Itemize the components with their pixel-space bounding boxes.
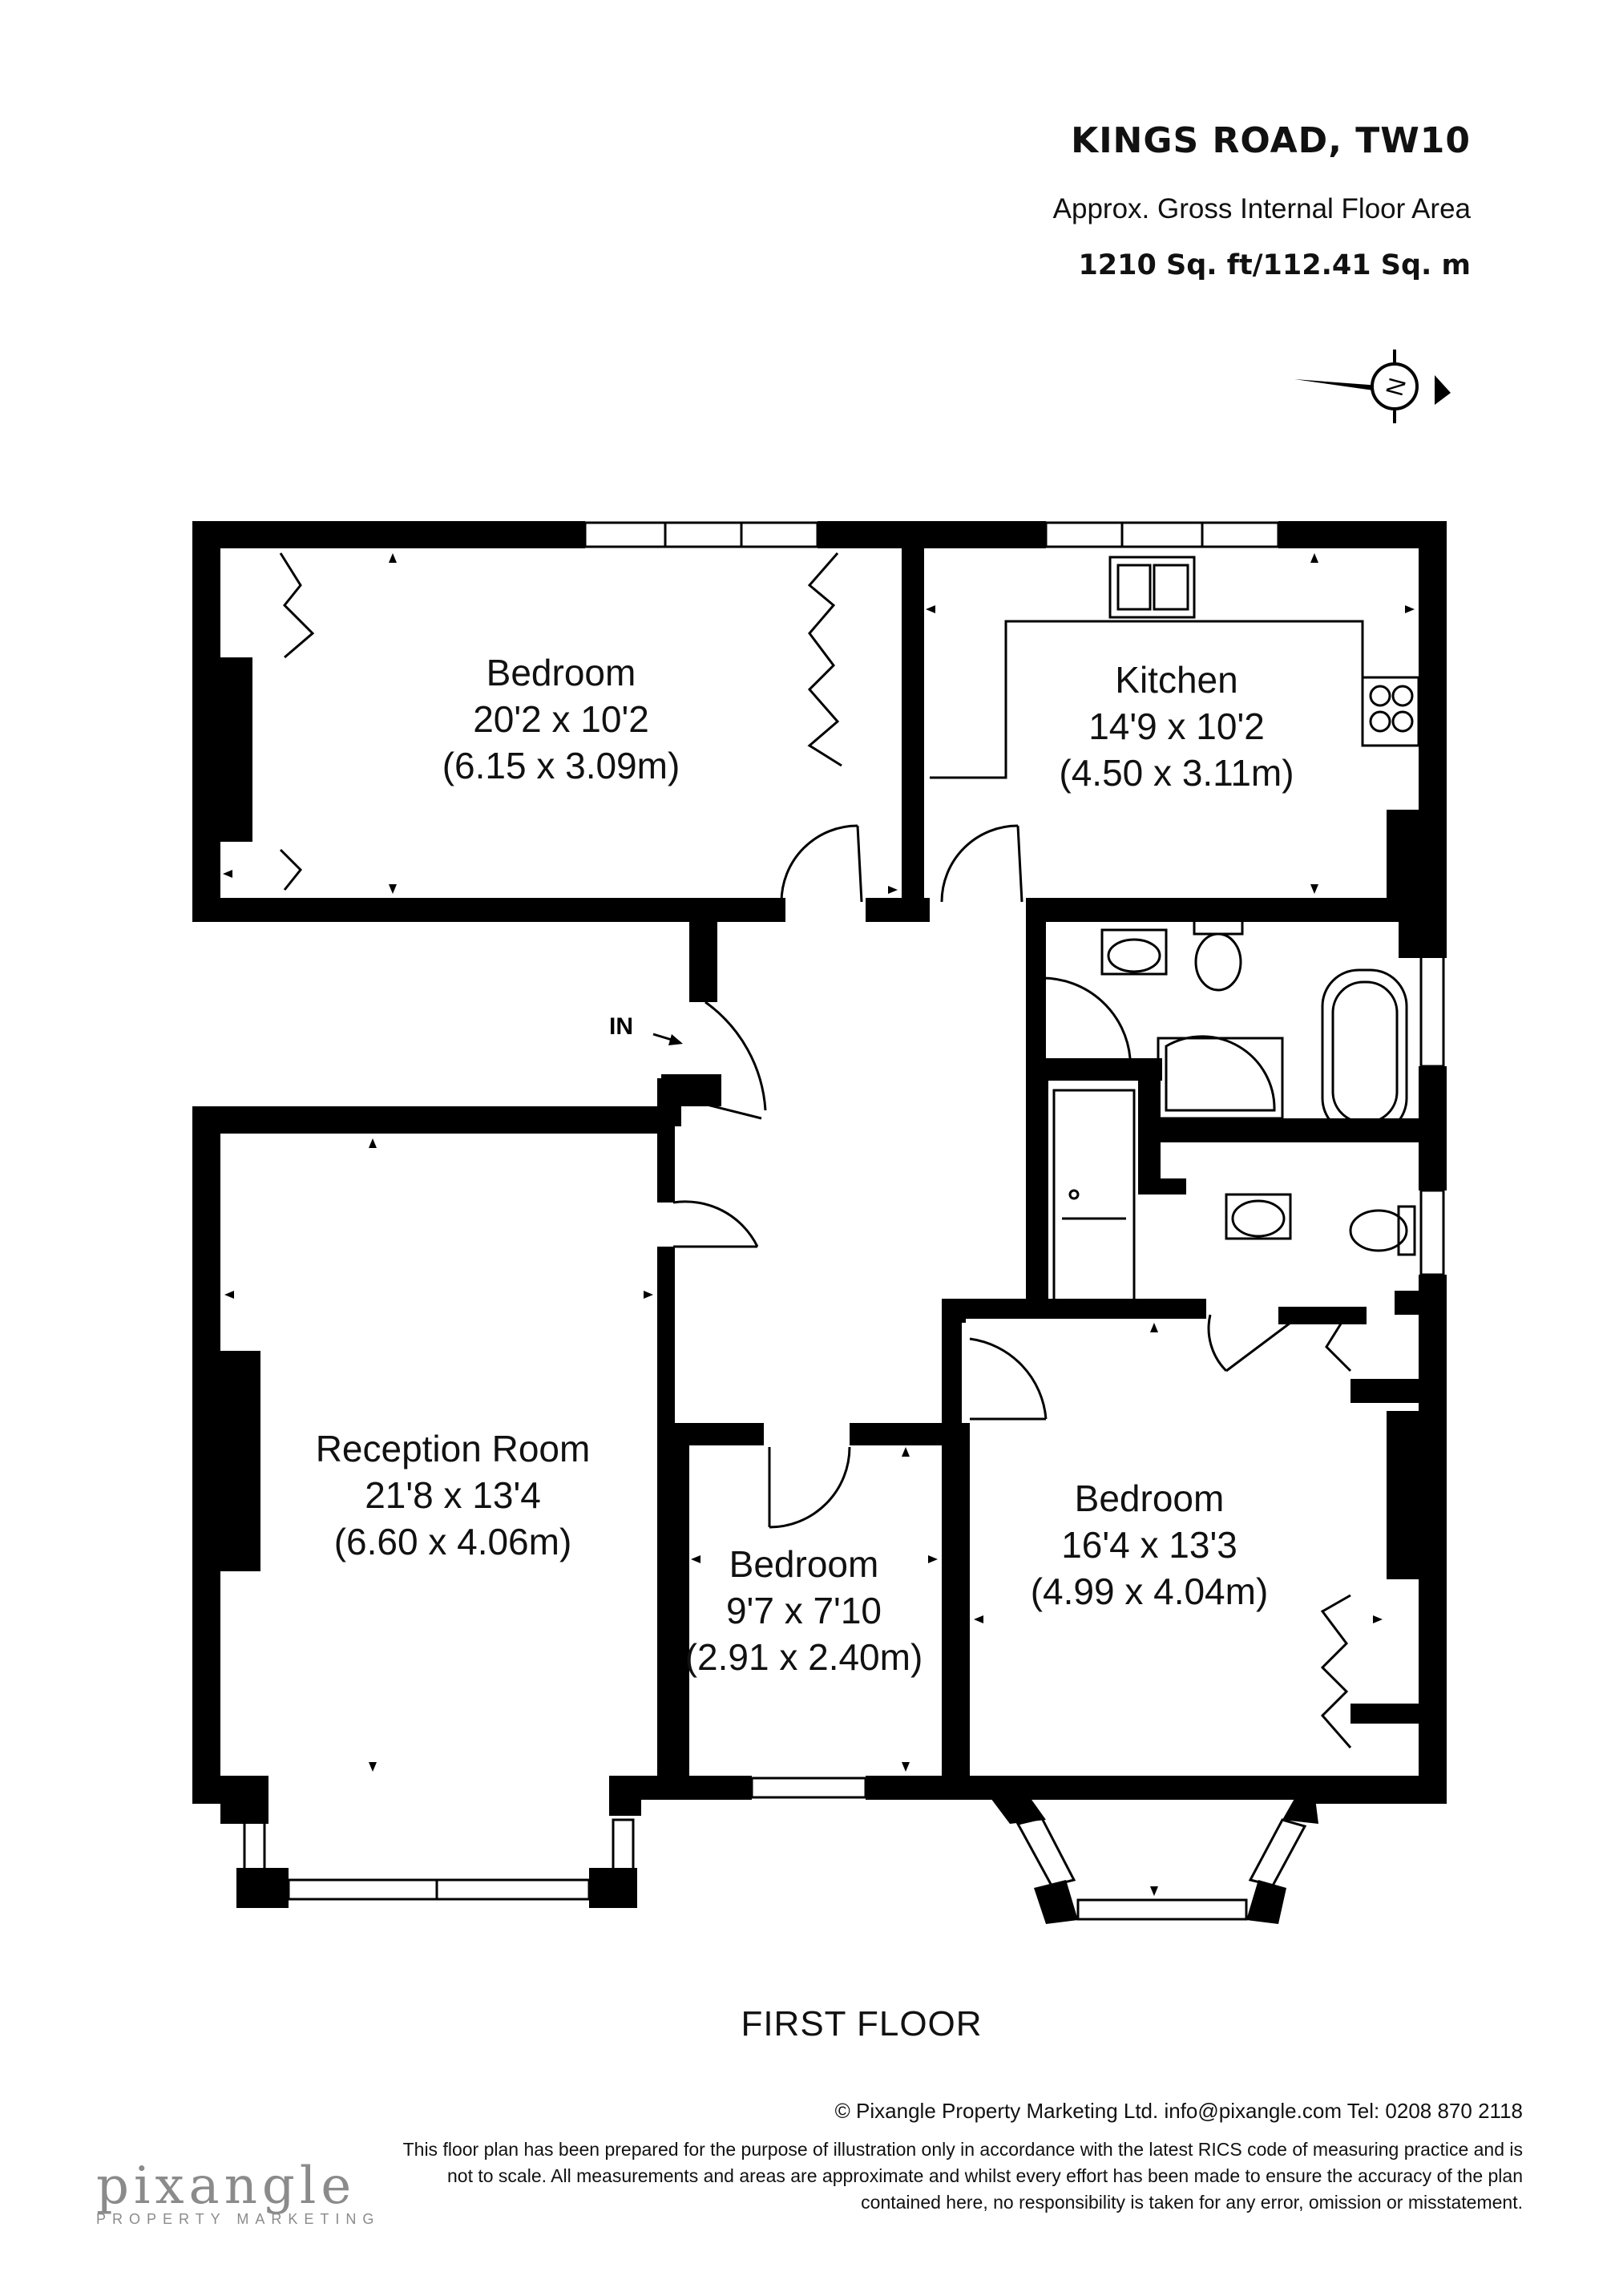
compass-icon: N [1294, 350, 1451, 423]
header: KINGS ROAD, TW10 Approx. Gross Internal … [1053, 120, 1471, 281]
room-size-metric: (2.91 x 2.40m) [685, 1636, 923, 1678]
room-size-imperial: 9'7 x 7'10 [726, 1590, 882, 1631]
room-name: Bedroom [1075, 1477, 1225, 1519]
disclaimer-line: contained here, no responsibility is tak… [861, 2192, 1523, 2213]
room-kitchen: Kitchen 14'9 x 10'2 (4.50 x 3.11m) [1059, 659, 1294, 794]
room-size-imperial: 14'9 x 10'2 [1088, 705, 1265, 747]
room-bedroom-1: Bedroom 20'2 x 10'2 (6.15 x 3.09m) [442, 652, 680, 786]
room-size-metric: (6.60 x 4.06m) [334, 1521, 572, 1562]
room-bedroom-2: Bedroom 9'7 x 7'10 (2.91 x 2.40m) [685, 1543, 923, 1678]
area-subtitle: Approx. Gross Internal Floor Area [1052, 193, 1471, 224]
logo-tagline: PROPERTY MARKETING [96, 2211, 381, 2227]
floor-area: 1210 Sq. ft/112.41 Sq. m [1078, 249, 1471, 281]
disclaimer-line: This floor plan has been prepared for th… [402, 2139, 1523, 2160]
room-size-imperial: 20'2 x 10'2 [473, 698, 649, 740]
property-title: KINGS ROAD, TW10 [1071, 120, 1471, 161]
room-name: Bedroom [729, 1543, 879, 1585]
logo-wordmark: pixangle [96, 2157, 357, 2216]
room-name: Kitchen [1115, 659, 1237, 701]
room-size-imperial: 16'4 x 13'3 [1061, 1524, 1237, 1566]
dimension-markers [223, 553, 1415, 1896]
room-size-metric: (6.15 x 3.09m) [442, 745, 680, 786]
room-name: Reception Room [316, 1428, 591, 1469]
wardrobes [279, 552, 1352, 1748]
room-bedroom-3: Bedroom 16'4 x 13'3 (4.99 x 4.04m) [1031, 1477, 1269, 1612]
disclaimer: This floor plan has been prepared for th… [361, 2136, 1523, 2216]
floor-label: FIRST FLOOR [741, 2004, 983, 2043]
room-size-metric: (4.50 x 3.11m) [1059, 752, 1294, 794]
disclaimer-line: not to scale. All measurements and areas… [446, 2165, 1523, 2186]
windows [243, 521, 1445, 1921]
room-name: Bedroom [486, 652, 636, 693]
room-labels: Bedroom 20'2 x 10'2 (6.15 x 3.09m) Kitch… [316, 652, 1294, 1678]
room-size-imperial: 21'8 x 13'4 [365, 1474, 541, 1516]
pixangle-logo: pixangle PROPERTY MARKETING [96, 2157, 380, 2228]
bathroom-fixtures [1052, 916, 1416, 1308]
copyright-text: © Pixangle Property Marketing Ltd. info@… [834, 2099, 1523, 2123]
entrance-label: IN [609, 1013, 633, 1040]
room-size-metric: (4.99 x 4.04m) [1031, 1570, 1269, 1612]
doors [672, 824, 1291, 1529]
room-reception: Reception Room 21'8 x 13'4 (6.60 x 4.06m… [316, 1428, 591, 1562]
walls [192, 521, 1447, 1924]
kitchen-fixtures [930, 556, 1420, 779]
entrance-marker: IN [609, 1013, 683, 1045]
